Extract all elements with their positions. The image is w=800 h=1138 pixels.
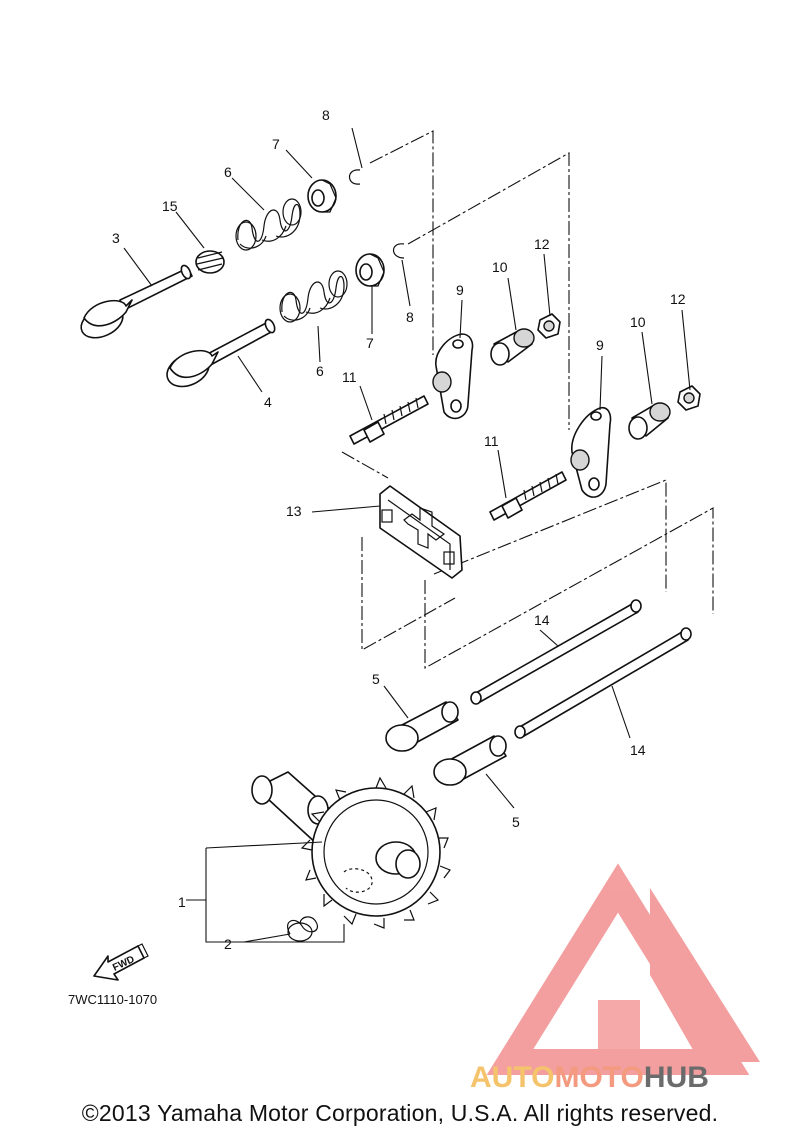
label-part-2: 2 bbox=[224, 936, 232, 952]
watermark-logo bbox=[486, 863, 760, 1075]
label-part-9a: 9 bbox=[456, 282, 464, 298]
diagram-code: 7WC1110-1070 bbox=[68, 992, 157, 1007]
label-part-14a: 14 bbox=[534, 612, 550, 628]
rocker-plate bbox=[379, 485, 463, 579]
label-part-14b: 14 bbox=[630, 742, 646, 758]
label-part-12a: 12 bbox=[534, 236, 550, 252]
label-part-15: 15 bbox=[162, 198, 178, 214]
valve-lower bbox=[166, 318, 276, 388]
alignment-lines bbox=[341, 130, 714, 669]
label-part-13: 13 bbox=[286, 503, 302, 519]
tappet-upper bbox=[385, 701, 459, 752]
watermark-auto: AUTO bbox=[470, 1061, 554, 1094]
watermark-hub: HUB bbox=[644, 1061, 709, 1094]
rocker-arm-right bbox=[570, 406, 612, 498]
part-number-labels: 1 2 3 4 5 5 6 6 7 7 8 8 9 9 10 10 11 11 … bbox=[112, 107, 686, 952]
rocker-arm-left bbox=[432, 333, 474, 420]
label-part-6b: 6 bbox=[316, 363, 324, 379]
label-part-7a: 7 bbox=[272, 136, 280, 152]
valve-cotter-upper bbox=[348, 169, 361, 185]
label-part-11b: 11 bbox=[484, 433, 499, 449]
valve-spring-upper bbox=[235, 198, 302, 251]
label-part-8b: 8 bbox=[406, 309, 414, 325]
leader-lines bbox=[123, 127, 691, 943]
watermark-text: AUTOMOTOHUB bbox=[470, 1061, 709, 1094]
rocker-pivot-left bbox=[490, 328, 535, 366]
decompression-spring bbox=[287, 916, 318, 942]
camshaft-gear bbox=[251, 771, 451, 929]
label-part-10b: 10 bbox=[630, 314, 646, 330]
label-part-5a: 5 bbox=[372, 671, 380, 687]
watermark-moto: MOTO bbox=[554, 1061, 643, 1094]
label-part-8a: 8 bbox=[322, 107, 330, 123]
nut-left bbox=[537, 313, 561, 339]
label-part-10a: 10 bbox=[492, 259, 508, 275]
spring-retainer-upper bbox=[307, 179, 337, 213]
valve-spring-lower bbox=[279, 270, 348, 323]
nut-right bbox=[677, 385, 701, 411]
tappet-lower bbox=[433, 735, 507, 786]
copyright-notice: ©2013 Yamaha Motor Corporation, U.S.A. A… bbox=[81, 1100, 719, 1126]
spring-retainer-lower bbox=[355, 253, 385, 287]
label-part-4: 4 bbox=[264, 394, 272, 410]
rocker-pivot-right bbox=[628, 402, 671, 440]
label-part-6a: 6 bbox=[224, 164, 232, 180]
stud-left bbox=[349, 395, 429, 445]
label-part-12b: 12 bbox=[670, 291, 686, 307]
label-part-5b: 5 bbox=[512, 814, 520, 830]
label-part-7b: 7 bbox=[366, 335, 374, 351]
label-part-3: 3 bbox=[112, 230, 120, 246]
valve-cotter-lower bbox=[392, 243, 405, 259]
forward-arrow-icon: FWD bbox=[93, 943, 149, 981]
stud-right bbox=[489, 471, 567, 521]
push-rod-upper bbox=[470, 599, 642, 705]
valve-upper bbox=[80, 264, 193, 339]
label-part-1: 1 bbox=[178, 894, 186, 910]
label-part-11a: 11 bbox=[342, 369, 357, 385]
valve-seal bbox=[195, 250, 225, 274]
label-part-9b: 9 bbox=[596, 337, 604, 353]
fwd-label: FWD bbox=[111, 954, 136, 974]
push-rod-lower bbox=[514, 627, 692, 739]
